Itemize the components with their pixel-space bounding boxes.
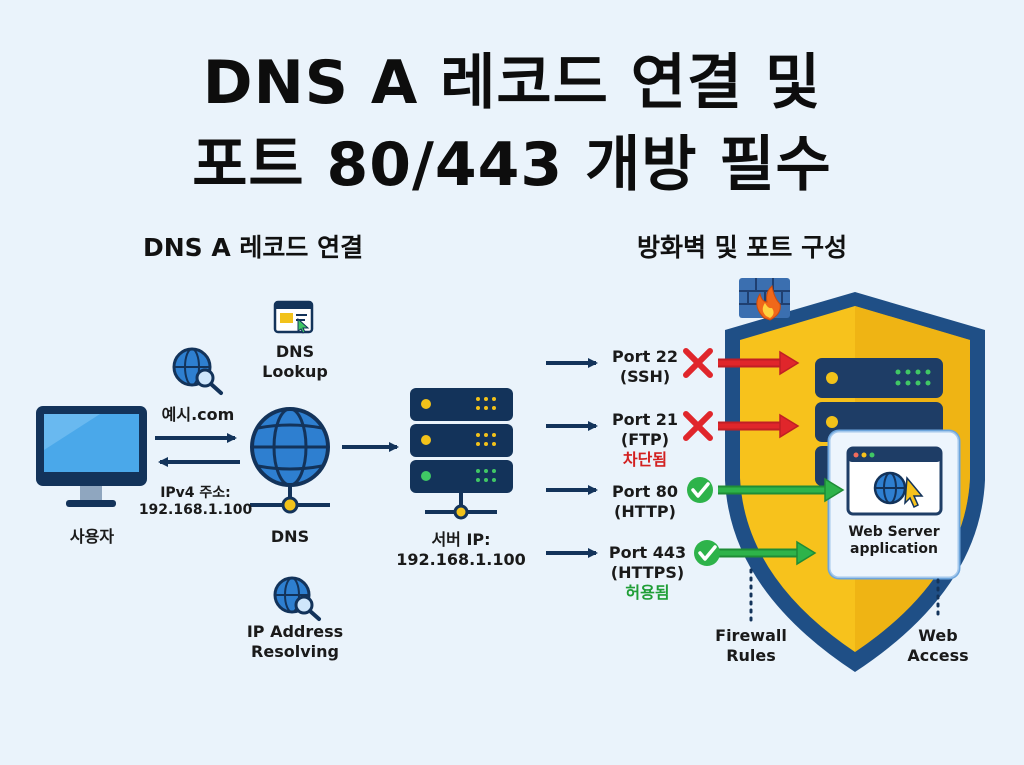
globe-icon: [250, 407, 330, 514]
firewall-section-title: 방화벽 및 포트 구성: [637, 233, 848, 262]
user-label: 사용자: [69, 527, 115, 546]
port-22-label: Port 22 (SSH): [611, 347, 679, 386]
x-icon: [683, 348, 713, 441]
globe-search-icon: [172, 347, 223, 395]
dotted-leaders: [749, 568, 940, 622]
page-title-line1: DNS A 레코드 연결 및: [202, 48, 822, 118]
page-title-line2: 포트 80/443 개방 필수: [192, 130, 832, 200]
monitor-icon: [36, 406, 147, 507]
port-443-label: Port 443 (HTTPS): [608, 543, 687, 582]
allowed-status-label: 허용됨: [625, 583, 670, 602]
user-dns-arrows: [155, 433, 240, 467]
dns-label: DNS: [270, 527, 310, 546]
web-server-window: [827, 429, 961, 580]
query-label: 예시.com: [161, 405, 235, 424]
dns-section-title: DNS A 레코드 연결: [143, 233, 364, 262]
globe-search-icon: [273, 576, 321, 621]
blocked-status-label: 차단됨: [622, 450, 668, 469]
firewall-rules-label: Firewall Rules: [715, 626, 787, 665]
port-80-label: Port 80 (HTTP): [611, 482, 679, 521]
dns-lookup-label: DNS Lookup: [262, 342, 328, 381]
port-21-label: Port 21 (FTP): [611, 410, 679, 449]
ipv4-response-label: IPv4 주소: 192.168.1.100: [138, 485, 253, 518]
port-incoming-arrows: [546, 358, 598, 558]
cursor-icon: [904, 476, 924, 509]
blocked-arrows: [718, 350, 800, 439]
firewall-icon: [739, 278, 790, 321]
browser-icon: [273, 300, 314, 334]
server-ip-label: 서버 IP: 192.168.1.100: [396, 530, 526, 569]
web-access-label: Web Access: [907, 626, 969, 665]
ip-resolving-label: IP Address Resolving: [246, 622, 344, 661]
web-server-label: Web Server application: [848, 524, 940, 557]
server-icon: [410, 388, 513, 520]
check-icon: [687, 477, 720, 566]
allowed-arrows: [718, 477, 845, 566]
